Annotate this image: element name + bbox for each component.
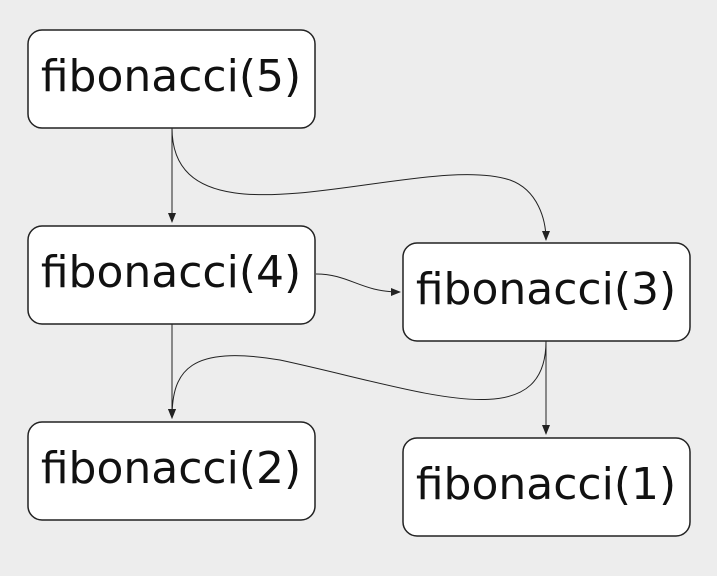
node-fibonacci-3: fibonacci(3): [402, 242, 691, 342]
node-fibonacci-1-box: [402, 437, 691, 537]
node-fibonacci-5-box: [27, 29, 316, 129]
edge-fib5-to-fib3: [171, 127, 550, 241]
node-fibonacci-1-label: fibonacci(1): [416, 459, 676, 510]
node-fibonacci-1: fibonacci(1): [402, 437, 691, 537]
node-fibonacci-2: fibonacci(2): [27, 421, 316, 521]
node-fibonacci-4-label: fibonacci(4): [41, 247, 301, 298]
edge-fib3-to-fib2: [168, 340, 547, 419]
edge-fib4-to-fib3: [315, 273, 401, 296]
node-fibonacci-4-box: [27, 225, 316, 325]
node-fibonacci-2-box: [27, 421, 316, 521]
node-fibonacci-3-box: [402, 242, 691, 342]
node-fibonacci-3-label: fibonacci(3): [416, 264, 676, 315]
node-fibonacci-5: fibonacci(5): [27, 29, 316, 129]
node-fibonacci-4: fibonacci(4): [27, 225, 316, 325]
node-fibonacci-2-label: fibonacci(2): [41, 443, 301, 494]
node-fibonacci-5-label: fibonacci(5): [41, 51, 301, 102]
